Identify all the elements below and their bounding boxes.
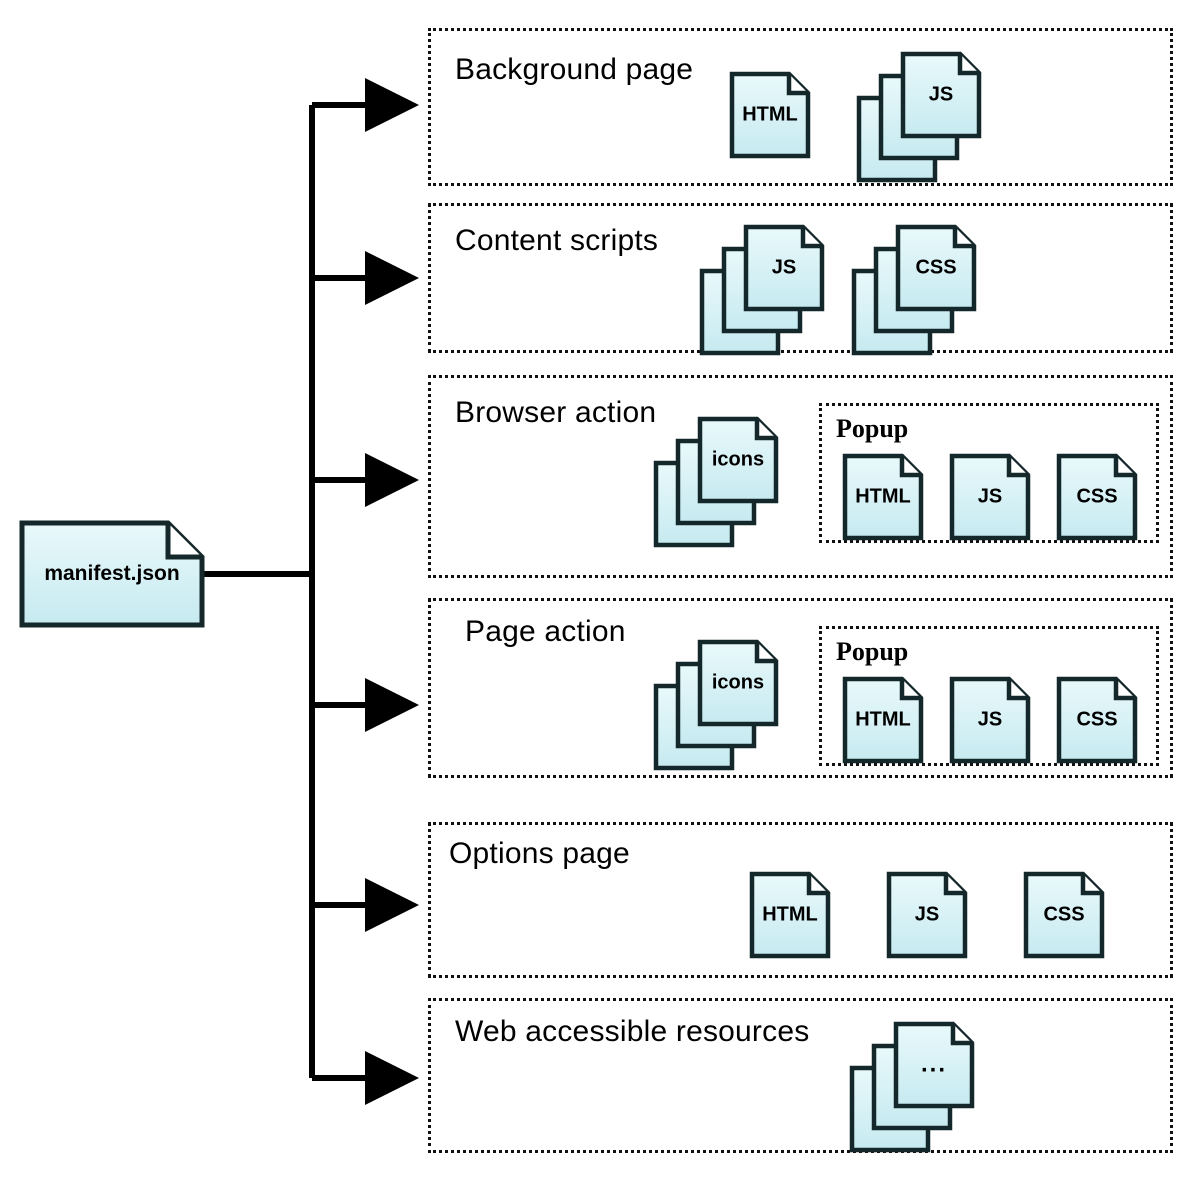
popup-label: Popup (836, 637, 909, 666)
section-options-page[interactable]: Options page HTML JS CSS (428, 822, 1173, 978)
doc-stack-js-content[interactable]: JS (699, 224, 825, 356)
section-background-page[interactable]: Background page HTML JS (428, 28, 1173, 186)
document-stack-icon-front: JS (743, 224, 825, 312)
document-stack-icon-front: CSS (895, 224, 977, 312)
document-icon (19, 520, 205, 628)
popup-label: Popup (836, 414, 909, 443)
doc-stack-js-background[interactable]: JS (856, 51, 982, 183)
popup-box-browser-action[interactable]: Popup HTML JS CSS (819, 403, 1159, 543)
section-label-background-page: Background page (455, 53, 694, 86)
document-stack-icon-front: icons (697, 639, 779, 727)
doc-html-background[interactable]: HTML (729, 71, 811, 159)
doc-stack-css-content[interactable]: CSS (851, 224, 977, 356)
doc-css-options[interactable]: CSS (1023, 871, 1105, 959)
manifest-json-node[interactable]: manifest.json (18, 519, 206, 629)
doc-stack-icons-page-action[interactable]: icons (653, 639, 779, 771)
manifest-json-label: manifest.json (44, 562, 180, 585)
section-label-page-action: Page action (465, 615, 626, 648)
doc-js-browser-popup[interactable]: JS (949, 453, 1031, 541)
doc-js-options[interactable]: JS (886, 871, 968, 959)
doc-stack-web-resources[interactable]: ... (849, 1021, 975, 1153)
section-label-options-page: Options page (449, 837, 630, 870)
document-stack-icon-front: JS (900, 51, 982, 139)
document-stack-icon-front: icons (697, 416, 779, 504)
doc-css-page-popup[interactable]: CSS (1056, 676, 1138, 764)
section-content-scripts[interactable]: Content scripts JS (428, 203, 1173, 356)
section-label-browser-action: Browser action (455, 396, 657, 429)
section-page-action[interactable]: Page action icons Popup (428, 598, 1173, 778)
section-label-web-accessible-resources: Web accessible resources (455, 1015, 810, 1048)
popup-box-page-action[interactable]: Popup HTML JS CSS (819, 626, 1159, 766)
doc-css-browser-popup[interactable]: CSS (1056, 453, 1138, 541)
section-web-accessible-resources[interactable]: Web accessible resources ... (428, 998, 1173, 1153)
doc-html-page-popup[interactable]: HTML (842, 676, 924, 764)
doc-js-page-popup[interactable]: JS (949, 676, 1031, 764)
doc-stack-icons-browser-action[interactable]: icons (653, 416, 779, 548)
section-browser-action[interactable]: Browser action icons Popup (428, 375, 1173, 578)
section-label-content-scripts: Content scripts (455, 224, 659, 257)
doc-html-options[interactable]: HTML (749, 871, 831, 959)
document-icon (729, 71, 811, 159)
doc-html-browser-popup[interactable]: HTML (842, 453, 924, 541)
document-stack-icon-front: ... (893, 1021, 975, 1109)
